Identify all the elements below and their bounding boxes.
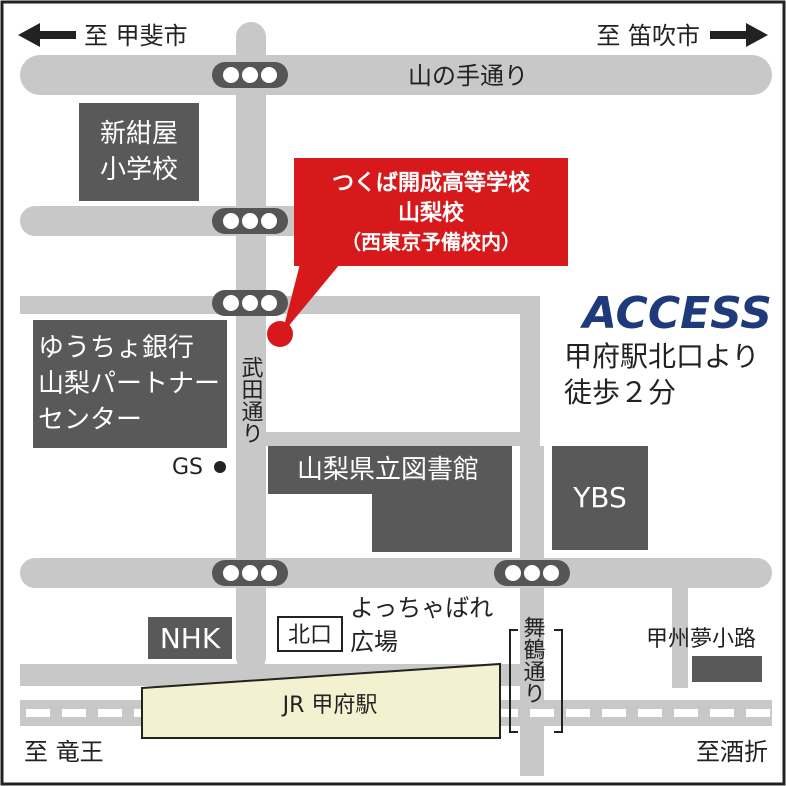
shinkonya-line1: 新紺屋 xyxy=(100,119,178,149)
kitaguchi-label: 北口 xyxy=(288,623,332,648)
nhk: NHK xyxy=(148,617,232,659)
destination-line3: （西東京予備校内） xyxy=(341,230,521,254)
kofu-station: JR 甲府駅 xyxy=(141,662,501,739)
destination-marker-icon xyxy=(267,321,293,347)
yucho-center: ゆうちょ銀行 山梨パートナー センター xyxy=(33,320,227,448)
yucho-line2: 山梨パートナー xyxy=(38,369,220,399)
station-label: JR 甲府駅 xyxy=(281,693,378,718)
shinkonya-school: 新紺屋 小学校 xyxy=(79,103,199,201)
roads xyxy=(20,22,772,776)
yume-koji: 甲州夢小路 xyxy=(646,627,762,682)
gs-label: GS xyxy=(172,455,203,480)
ybs: YBS xyxy=(552,446,648,550)
road-east-vertical xyxy=(520,296,540,446)
road-maizuru-label: 舞鶴通り xyxy=(520,616,546,704)
library: 山梨県立図書館 xyxy=(268,446,512,552)
road-east-short xyxy=(672,580,688,688)
yocchabare-plaza: よっちゃばれ 広場 xyxy=(350,594,493,656)
road-takeda xyxy=(236,22,266,672)
traffic-light-icon xyxy=(494,560,570,586)
callout-pointer xyxy=(282,264,340,334)
destination-line1: つくば開成高等学校 xyxy=(332,170,531,196)
traffic-light-icon xyxy=(212,290,288,316)
gas-station: GS xyxy=(172,455,226,480)
direction-left: 至 甲斐市 xyxy=(18,22,188,50)
arrow-left-icon xyxy=(18,23,76,47)
destination-line2: 山梨校 xyxy=(398,200,465,226)
yume-koji-label: 甲州夢小路 xyxy=(646,627,756,652)
access-info: ACCESS 甲府駅北口より 徒歩２分 xyxy=(564,288,772,409)
road-yamanote-label: 山の手通り xyxy=(408,62,528,90)
arrow-right-icon xyxy=(710,23,768,47)
direction-to-kai-label: 至 甲斐市 xyxy=(84,22,188,50)
destination-callout: つくば開成高等学校 山梨校 （西東京予備校内） xyxy=(267,158,568,347)
traffic-light-icon xyxy=(212,560,288,586)
traffic-light-icon xyxy=(212,62,288,88)
direction-right: 至 笛吹市 xyxy=(596,22,768,50)
yume-koji-block xyxy=(692,656,762,682)
callout-box xyxy=(294,158,568,266)
traffic-lights xyxy=(212,62,570,586)
road-takeda-label: 武田通り xyxy=(238,356,264,444)
nhk-label: NHK xyxy=(160,622,221,655)
direction-to-fuefuki-label: 至 笛吹市 xyxy=(596,22,700,50)
maizuru-bracket xyxy=(509,629,563,733)
road-library-top xyxy=(262,432,540,446)
road-maizuru xyxy=(520,446,544,776)
direction-to-ryuo-label: 至 竜王 xyxy=(24,738,104,766)
kitaguchi: 北口 xyxy=(277,616,343,652)
traffic-light-icon xyxy=(212,208,288,234)
shinkonya-line2: 小学校 xyxy=(100,155,178,185)
yocchabare-line1: よっちゃばれ xyxy=(350,594,493,622)
road-central xyxy=(20,558,772,588)
access-line1: 甲府駅北口より xyxy=(564,340,759,373)
yocchabare-line2: 広場 xyxy=(350,628,398,656)
gs-dot-icon xyxy=(214,461,226,473)
access-line2: 徒歩２分 xyxy=(564,376,676,409)
road-yamanote xyxy=(20,55,772,95)
direction-to-sakaori-label: 至酒折 xyxy=(696,738,768,766)
access-title: ACCESS xyxy=(580,288,772,339)
ybs-label: YBS xyxy=(572,481,627,514)
library-label: 山梨県立図書館 xyxy=(297,455,479,485)
yucho-line3: センター xyxy=(38,405,142,435)
yucho-line1: ゆうちょ銀行 xyxy=(38,333,194,363)
